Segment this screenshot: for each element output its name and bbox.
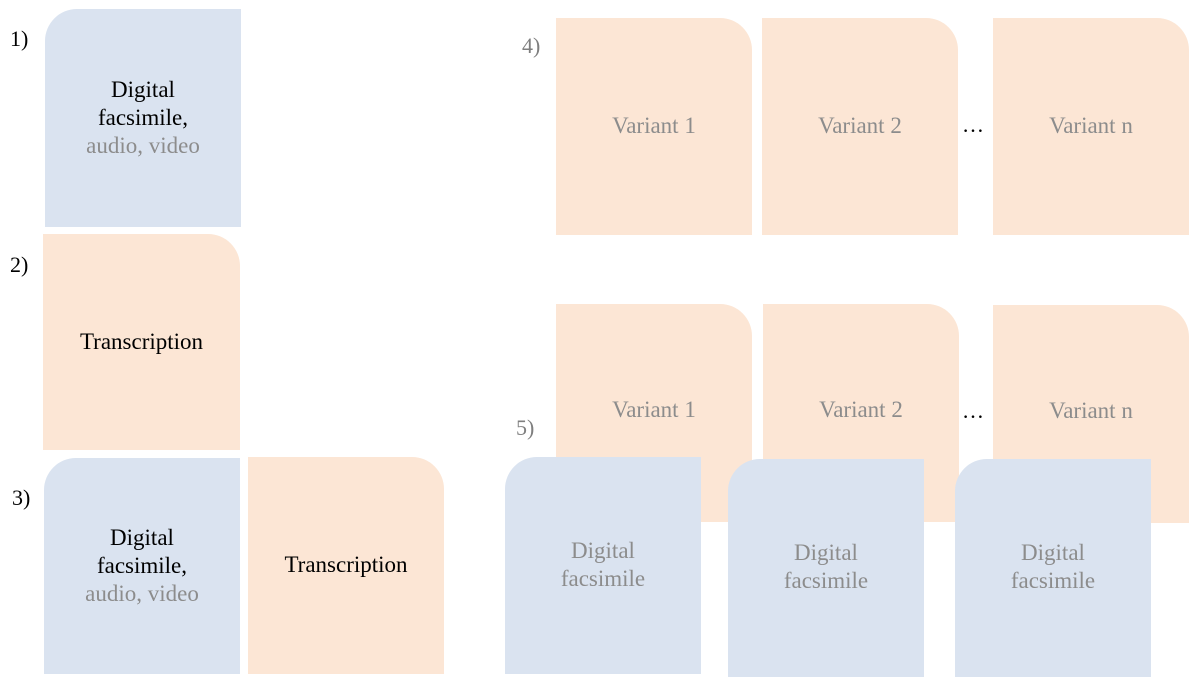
s3-facsimile-line1: Digital <box>110 524 174 550</box>
s4-variant-label: Variant 1 <box>612 113 696 139</box>
s5-ellipsis: … <box>962 398 984 423</box>
s5-facsimile-line2: facsimile <box>560 566 646 592</box>
s4-variant-label: Variant 2 <box>818 113 902 139</box>
s5-facsimile-line1: Digital <box>794 540 858 565</box>
s2-transcription-text: Transcription <box>79 328 204 354</box>
label-5: 5) <box>516 415 535 440</box>
s5-variant-label: Variant 1 <box>612 397 696 422</box>
s4-variant-label: Variant n <box>1049 113 1133 139</box>
s1-facsimile-box: Digital facsimile, audio, video <box>45 9 241 227</box>
s4-variant-box: Variant n <box>993 18 1189 235</box>
s3-facsimile-line2: facsimile, <box>96 552 188 578</box>
label-4: 4) <box>522 33 541 58</box>
s5-facsimile-box: Digital facsimile <box>728 459 924 677</box>
s3-transcription-text: Transcription <box>284 552 408 578</box>
s3-facsimile-line3: audio, video <box>85 581 199 607</box>
s5-facsimile-line2: facsimile <box>1010 568 1096 594</box>
s5-facsimile-line2: facsimile <box>783 568 869 594</box>
s5-facsimile-line1: Digital <box>1021 540 1085 565</box>
s1-facsimile-line2: facsimile, <box>97 104 189 130</box>
s5-facsimile-box: Digital facsimile <box>955 459 1151 677</box>
label-3: 3) <box>12 485 31 510</box>
s4-variant-box: Variant 2 <box>762 18 958 235</box>
s1-facsimile-line1: Digital <box>111 76 175 102</box>
s3-facsimile-box: Digital facsimile, audio, video <box>44 458 240 674</box>
label-2: 2) <box>10 252 29 277</box>
s5-facsimile-box: Digital facsimile <box>505 457 701 674</box>
label-1: 1) <box>10 26 29 51</box>
s2-transcription-box: Transcription <box>43 234 240 450</box>
s4-variant-box: Variant 1 <box>556 18 752 235</box>
s5-variant-label: Variant n <box>1049 398 1133 423</box>
s5-variant-label: Variant 2 <box>819 397 903 422</box>
s3-transcription-box: Transcription <box>248 457 444 674</box>
s4-ellipsis: … <box>962 112 984 137</box>
s5-facsimile-line1: Digital <box>571 538 635 563</box>
s1-facsimile-line3: audio, video <box>86 133 200 159</box>
